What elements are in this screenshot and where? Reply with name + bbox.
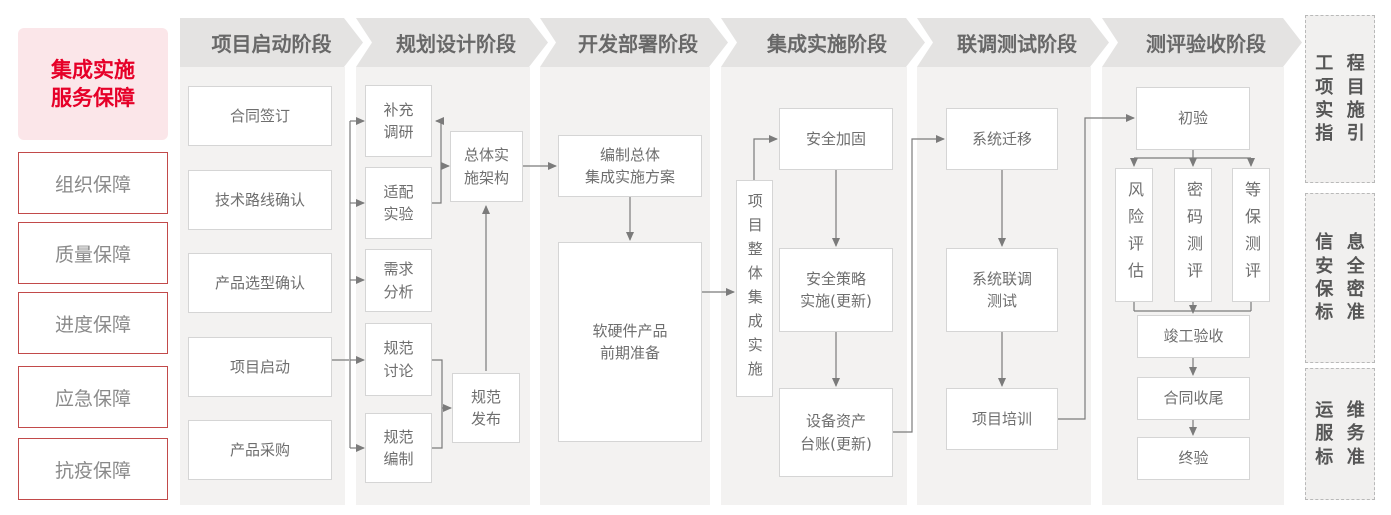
node-supplementary-research: 补充 调研 xyxy=(365,85,432,157)
node-risk-assessment: 风险评估 xyxy=(1115,168,1153,302)
standard-line: 标准 xyxy=(1315,302,1379,324)
node-spec-drafting: 规范 编制 xyxy=(365,413,432,483)
node-joint-debug-test: 系统联调 测试 xyxy=(946,248,1058,332)
node-contract-closing: 合同收尾 xyxy=(1137,377,1250,420)
standard-line: 标准 xyxy=(1315,446,1379,468)
node-contract-signing: 合同签订 xyxy=(188,86,332,146)
node-initial-acceptance: 初验 xyxy=(1136,87,1250,150)
node-product-procurement: 产品采购 xyxy=(188,420,332,480)
standard-line: 实施 xyxy=(1315,100,1379,121)
guarantee-item-organization: 组织保障 xyxy=(18,152,168,214)
guarantee-item-quality: 质量保障 xyxy=(18,222,168,284)
left-panel-header: 集成实施 服务保障 xyxy=(18,28,168,140)
standard-line: 运维 xyxy=(1315,399,1379,421)
node-tech-route-confirm: 技术路线确认 xyxy=(188,170,332,230)
node-project-training: 项目培训 xyxy=(946,388,1058,450)
phase-header-planning-design: 规划设计阶段 xyxy=(356,18,548,67)
guarantee-item-pandemic: 抗疫保障 xyxy=(18,438,168,500)
standard-line: 工程 xyxy=(1315,53,1379,75)
standard-line: 安全 xyxy=(1315,255,1379,277)
node-mlps-evaluation: 等保测评 xyxy=(1232,168,1270,302)
node-spec-discussion: 规范 讨论 xyxy=(365,323,432,396)
standard-box-ops-service-standard: 运维 服务 标准 xyxy=(1305,368,1375,500)
node-overall-integration-plan: 编制总体 集成实施方案 xyxy=(558,135,702,197)
node-spec-release: 规范 发布 xyxy=(452,373,520,443)
node-asset-ledger-update: 设备资产 台账(更新) xyxy=(779,388,893,477)
phase-header-eval-acceptance: 测评验收阶段 xyxy=(1102,18,1302,67)
standard-box-project-guideline: 工程 项目 实施 指引 xyxy=(1305,15,1375,183)
phase-header-integration-impl: 集成实施阶段 xyxy=(721,18,925,67)
node-project-kickoff: 项目启动 xyxy=(188,337,332,397)
phase-header-project-start: 项目启动阶段 xyxy=(180,18,363,67)
standard-line: 项目 xyxy=(1315,76,1379,98)
node-product-selection-confirm: 产品选型确认 xyxy=(188,253,332,313)
standard-box-infosec-standard: 信息 安全 保密 标准 xyxy=(1305,193,1375,363)
phase-header-dev-deploy: 开发部署阶段 xyxy=(540,18,728,67)
node-final-acceptance: 终验 xyxy=(1137,437,1250,480)
node-security-hardening: 安全加固 xyxy=(779,108,893,170)
node-security-policy-impl: 安全策略 实施(更新) xyxy=(779,248,893,332)
node-overall-impl-architecture: 总体实 施架构 xyxy=(450,131,523,202)
node-cryptography-evaluation: 密码测评 xyxy=(1174,168,1212,302)
standard-line: 保密 xyxy=(1315,279,1379,300)
standard-line: 服务 xyxy=(1315,423,1379,445)
node-requirement-analysis: 需求 分析 xyxy=(365,249,432,312)
standard-line: 信息 xyxy=(1315,232,1379,254)
guarantee-item-emergency: 应急保障 xyxy=(18,366,168,428)
node-hw-sw-preparation: 软硬件产品 前期准备 xyxy=(558,242,702,442)
phase-header-joint-debug-test: 联调测试阶段 xyxy=(917,18,1109,67)
node-overall-integration-impl: 项目整体集成实施 xyxy=(736,180,773,397)
node-adaptation-experiment: 适配 实验 xyxy=(365,167,432,239)
standard-line: 指引 xyxy=(1315,123,1379,145)
node-completion-acceptance: 竣工验收 xyxy=(1137,315,1250,358)
node-system-migration: 系统迁移 xyxy=(946,108,1058,170)
guarantee-item-progress: 进度保障 xyxy=(18,292,168,354)
